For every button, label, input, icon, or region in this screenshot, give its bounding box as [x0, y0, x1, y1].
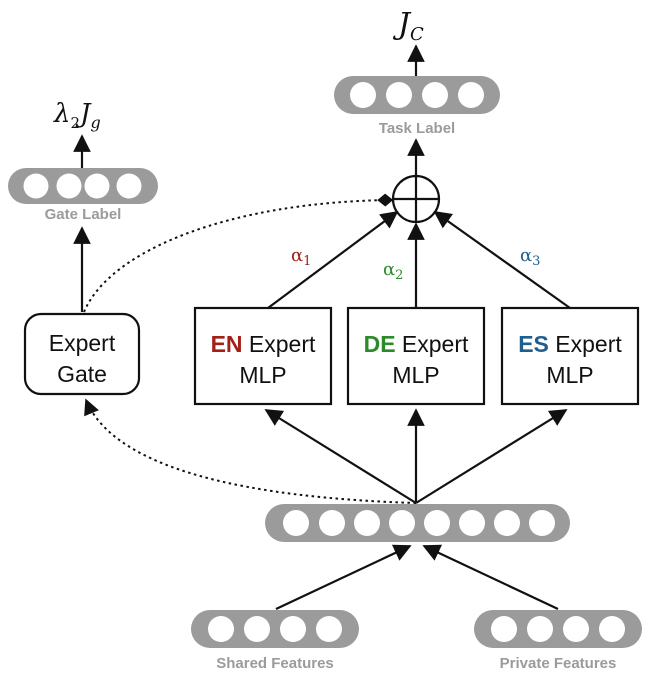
expert-en-line2: MLP: [239, 362, 286, 388]
svg-text:EN Expert: EN Expert: [211, 331, 316, 357]
expert-gate-box: Expert Gate: [23, 312, 141, 396]
arrow-hidden-to-es: [415, 409, 568, 504]
expert-gate-line2: Gate: [57, 361, 107, 387]
shared-features-layer: [191, 610, 359, 648]
gate-objective-lambda: λ: [53, 99, 70, 129]
hidden-unit: [354, 510, 380, 536]
gate-label-layer: [8, 168, 158, 204]
task-label-pill: [334, 76, 500, 114]
hidden-unit: [283, 510, 309, 536]
svg-text:ES Expert: ES Expert: [518, 331, 622, 357]
expert-en-word: Expert: [243, 331, 316, 357]
task-label-layer: [334, 76, 500, 114]
private-feature-unit: [491, 616, 517, 642]
shared-feature-unit: [244, 616, 270, 642]
shared-feature-unit: [280, 616, 306, 642]
gate-weights-dotted-connector: [83, 193, 394, 313]
private-features-pill: [474, 610, 642, 648]
task-objective-subscript: C: [410, 24, 424, 45]
shared-features-pill: [191, 610, 359, 648]
task-label-unit: [386, 82, 412, 108]
arrow-es-to-sum: [433, 210, 571, 309]
svg-text:DE Expert: DE Expert: [364, 331, 469, 357]
hidden-to-gate-dotted-connector: [84, 398, 417, 504]
gate-label-unit: [23, 173, 49, 199]
expert-de-line2: MLP: [392, 362, 439, 388]
arrow-en-to-sum: [267, 210, 399, 309]
expert-en-code: EN: [211, 331, 243, 357]
arrow-hidden-to-en: [264, 409, 417, 504]
hidden-unit: [389, 510, 415, 536]
expert-es-line2: MLP: [546, 362, 593, 388]
arrow-shared-to-hidden: [275, 544, 412, 610]
gate-label-text: Gate Label: [45, 206, 122, 223]
task-label-text: Task Label: [379, 120, 455, 137]
private-feature-unit: [599, 616, 625, 642]
weight-alpha-2: α2: [383, 259, 403, 283]
expert-de-word: Expert: [396, 331, 469, 357]
hidden-unit: [494, 510, 520, 536]
gate-label-unit: [56, 173, 82, 199]
gate-objective-lambda-sub: 2: [70, 114, 80, 132]
gate-objective: λ2Jg: [53, 99, 101, 132]
hidden-representation-layer: [265, 504, 570, 542]
weight-alpha-1: α1: [291, 245, 311, 269]
hidden-unit: [529, 510, 555, 536]
expert-es-word: Expert: [549, 331, 622, 357]
arrow-private-to-hidden: [422, 544, 559, 610]
expert-mlp-es: ES Expert MLP: [500, 306, 640, 406]
gate-objective-subscript: g: [90, 113, 100, 132]
expert-de-code: DE: [364, 331, 396, 357]
task-label-unit: [350, 82, 376, 108]
hidden-unit: [319, 510, 345, 536]
gate-label-unit: [116, 173, 142, 199]
task-label-unit: [458, 82, 484, 108]
hidden-unit: [424, 510, 450, 536]
hidden-layer-pill: [265, 504, 570, 542]
expert-es-code: ES: [518, 331, 549, 357]
private-feature-unit: [563, 616, 589, 642]
shared-features-label: Shared Features: [216, 655, 334, 672]
private-features-layer: [474, 610, 642, 648]
weight-alpha-3: α3: [520, 245, 540, 269]
gate-objective-symbol: J: [75, 99, 92, 129]
task-objective: JC: [392, 7, 424, 45]
gate-label-unit: [84, 173, 110, 199]
task-objective-symbol: J: [392, 7, 412, 42]
shared-feature-unit: [208, 616, 234, 642]
hidden-unit: [459, 510, 485, 536]
task-label-unit: [422, 82, 448, 108]
private-features-label: Private Features: [500, 655, 617, 672]
expert-mlp-de: DE Expert MLP: [346, 306, 486, 406]
weighted-sum-node: [391, 174, 441, 224]
expert-mlp-en: EN Expert MLP: [193, 306, 333, 406]
expert-gate-line1: Expert: [49, 330, 116, 356]
shared-feature-unit: [316, 616, 342, 642]
private-feature-unit: [527, 616, 553, 642]
